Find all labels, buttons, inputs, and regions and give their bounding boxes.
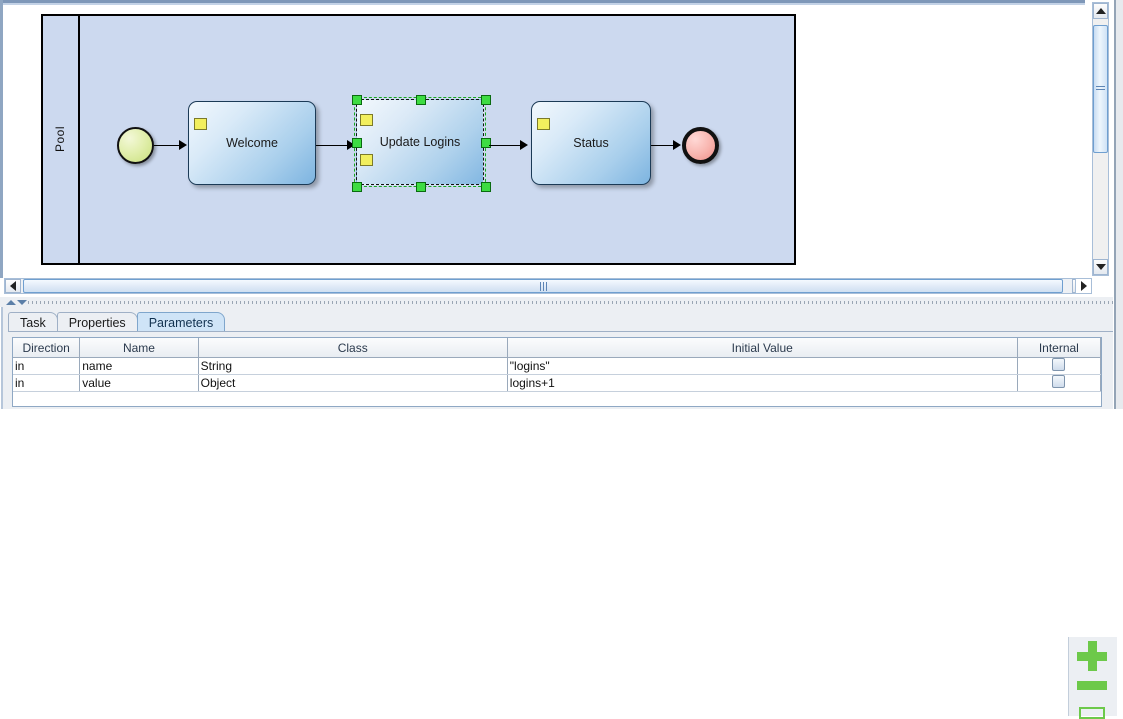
column-header-direction[interactable]: Direction <box>13 338 81 358</box>
grip-icon <box>1096 86 1105 92</box>
tab-parameters[interactable]: Parameters <box>136 312 226 332</box>
move-parameter-button[interactable] <box>1079 707 1105 719</box>
pool-label-text: Pool <box>52 126 67 153</box>
canvas-vertical-scrollbar[interactable] <box>1092 2 1109 276</box>
tab-task[interactable]: Task <box>8 312 58 332</box>
task-label: Welcome <box>226 136 278 150</box>
parameters-table-container[interactable]: Direction Name Class Initial Value Inter… <box>12 337 1102 407</box>
selection-handle-sw[interactable] <box>352 182 362 192</box>
table-row[interactable]: in value Object logins+1 <box>13 374 1102 392</box>
end-event-node[interactable] <box>682 127 719 164</box>
selection-handle-ne[interactable] <box>481 95 491 105</box>
property-tabs: Task Properties Parameters <box>8 311 226 332</box>
cell-initial-value[interactable]: logins+1 <box>507 374 1018 392</box>
horizontal-scrollbar-thumb[interactable] <box>23 279 1063 293</box>
task-node-update-logins[interactable]: Update Logins <box>356 99 484 185</box>
sequence-flow-1[interactable] <box>154 145 180 146</box>
tab-label: Task <box>20 315 46 330</box>
cell-direction[interactable]: in <box>13 374 81 392</box>
triangle-up-icon <box>1095 8 1106 14</box>
sequence-flow-4-arrowhead <box>673 140 681 150</box>
task-marker-icon <box>360 154 373 166</box>
task-marker-icon <box>194 118 207 130</box>
column-header-initial-value[interactable]: Initial Value <box>507 338 1018 358</box>
properties-panel: Task Properties Parameters Direction Nam… <box>0 307 1123 719</box>
column-header-name[interactable]: Name <box>79 338 199 358</box>
selection-handle-n[interactable] <box>416 95 426 105</box>
cell-class[interactable]: String <box>198 357 508 375</box>
pane-top-border-inner <box>0 3 1085 5</box>
cell-internal[interactable] <box>1017 357 1102 375</box>
triangle-down-icon <box>1095 264 1106 270</box>
triangle-left-icon <box>10 281 16 291</box>
scrollbar-corner-button[interactable] <box>1075 278 1092 294</box>
task-label: Update Logins <box>379 135 461 149</box>
splitter-grip <box>28 301 1115 304</box>
scroll-down-button[interactable] <box>1093 259 1108 275</box>
pane-left-border <box>0 0 3 278</box>
selection-handle-s[interactable] <box>416 182 426 192</box>
tab-strip-divider <box>8 331 1115 332</box>
selection-handle-w[interactable] <box>352 138 362 148</box>
cell-name[interactable]: value <box>79 374 199 392</box>
diagram-editor-pane: Pool Welcome Update Logins <box>0 0 1123 296</box>
scroll-up-button[interactable] <box>1093 3 1108 19</box>
column-header-class[interactable]: Class <box>198 338 508 358</box>
sequence-flow-2-arrowhead <box>347 140 355 150</box>
internal-checkbox[interactable] <box>1052 375 1066 388</box>
triangle-right-icon <box>1080 281 1087 291</box>
task-marker-icon <box>537 118 550 130</box>
tab-label: Properties <box>68 315 126 330</box>
task-marker-icon <box>360 114 373 126</box>
canvas-horizontal-scrollbar[interactable] <box>4 278 1089 294</box>
diagram-canvas[interactable]: Pool Welcome Update Logins <box>4 6 1084 276</box>
cell-direction[interactable]: in <box>13 357 81 375</box>
window-right-frame <box>1113 0 1123 409</box>
tab-properties[interactable]: Properties <box>56 312 138 332</box>
sequence-flow-2[interactable] <box>316 145 349 146</box>
cell-initial-value[interactable]: "logins" <box>507 357 1018 375</box>
table-row[interactable]: in name String "logins" <box>13 357 1102 375</box>
task-node-status[interactable]: Status <box>531 101 651 185</box>
internal-checkbox[interactable] <box>1052 358 1066 371</box>
start-event-node[interactable] <box>117 127 154 164</box>
remove-parameter-button[interactable] <box>1077 681 1107 690</box>
task-label: Status <box>573 136 609 150</box>
pool-label: Pool <box>41 14 78 265</box>
splitter-up-icon[interactable] <box>6 300 16 305</box>
selection-handle-se[interactable] <box>481 182 491 192</box>
pane-splitter[interactable] <box>0 296 1123 308</box>
sequence-flow-1-arrowhead <box>179 140 187 150</box>
add-parameter-button[interactable] <box>1077 641 1107 671</box>
scroll-left-button[interactable] <box>5 279 21 293</box>
pool-lane-divider <box>78 14 80 265</box>
selection-handle-e[interactable] <box>481 138 491 148</box>
cell-class[interactable]: Object <box>198 374 508 392</box>
table-header-row: Direction Name Class Initial Value Inter… <box>13 338 1102 358</box>
panel-left-border <box>0 307 5 409</box>
tab-label: Parameters <box>148 315 214 330</box>
selection-outline <box>354 97 486 187</box>
selection-handle-nw[interactable] <box>352 95 362 105</box>
pane-top-border <box>0 0 1085 3</box>
vertical-scrollbar-thumb[interactable] <box>1093 25 1108 153</box>
cell-name[interactable]: name <box>79 357 199 375</box>
grip-icon <box>539 281 547 291</box>
sequence-flow-3-arrowhead <box>520 140 528 150</box>
parameter-actions <box>1068 637 1117 719</box>
parameters-table: Direction Name Class Initial Value Inter… <box>13 338 1102 392</box>
column-header-internal[interactable]: Internal <box>1017 338 1102 358</box>
sequence-flow-4[interactable] <box>651 145 675 146</box>
splitter-down-icon[interactable] <box>17 300 27 305</box>
task-node-welcome[interactable]: Welcome <box>188 101 316 185</box>
cell-internal[interactable] <box>1017 374 1102 392</box>
sequence-flow-3[interactable] <box>489 145 522 146</box>
